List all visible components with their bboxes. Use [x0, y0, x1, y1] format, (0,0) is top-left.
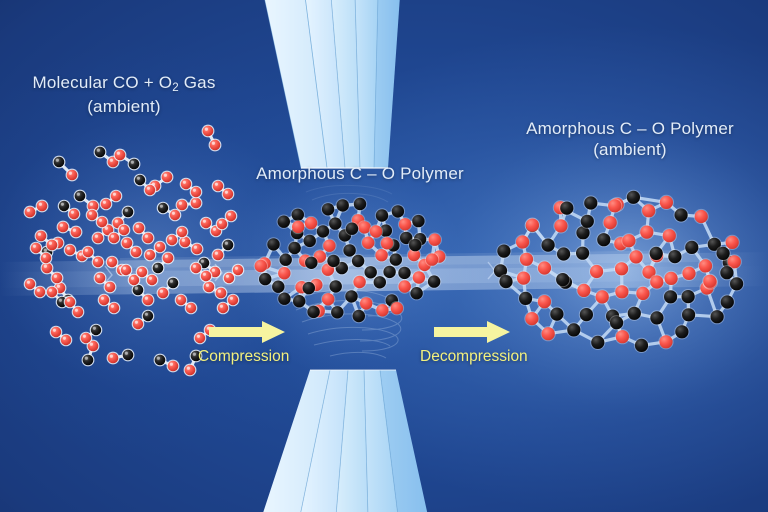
compression-label: Compression: [198, 348, 290, 365]
bottom-anvil: [263, 369, 428, 512]
compression-arrow: [209, 321, 285, 343]
decompression-label: Decompression: [420, 348, 528, 365]
pressure-swirl-lines: [295, 185, 403, 359]
right-label-line1: Amorphous C – O Polymer: [526, 119, 734, 138]
gas-label-line1: Molecular CO + O2 Gas: [32, 73, 216, 95]
right-stage-label: Amorphous C – O Polymer (ambient): [490, 118, 768, 161]
top-anvil: [264, 0, 400, 169]
beam-chevrons: [104, 261, 496, 284]
right-label-line2: (ambient): [593, 140, 667, 160]
center-stage-label: Amorphous C – O Polymer: [256, 164, 464, 183]
decompression-arrow: [434, 321, 510, 343]
gas-stage-label: Molecular CO + O2 Gas (ambient): [14, 72, 234, 117]
gas-label-line2: (ambient): [87, 96, 161, 116]
